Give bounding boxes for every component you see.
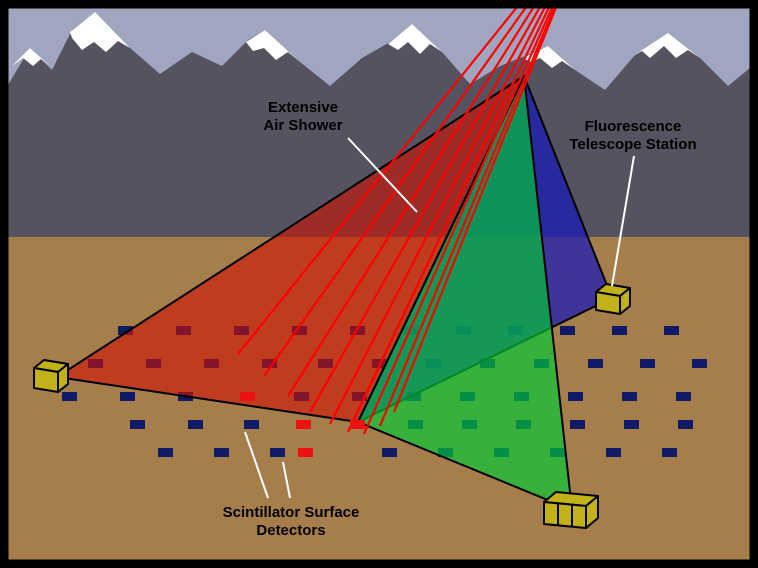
shower-ray <box>309 0 546 413</box>
surface-detector-hit <box>298 448 313 457</box>
station-bottom <box>543 491 599 529</box>
shower-ray <box>378 0 559 427</box>
shower-ray <box>237 0 525 355</box>
air-shower-pointer-line <box>347 137 418 213</box>
surface-detector <box>382 448 397 457</box>
surface-detector <box>588 359 603 368</box>
air-shower-label-line1: Extensive <box>268 99 338 116</box>
surface-detector <box>612 326 627 335</box>
surface-detector <box>606 448 621 457</box>
snow-cap-icon <box>246 30 300 62</box>
snow-cap-icon <box>12 48 50 66</box>
surface-detector-hit <box>350 420 365 429</box>
surface-detector <box>560 326 575 335</box>
surface-detector-hit <box>296 420 311 429</box>
station-left <box>33 359 69 393</box>
surface-detector <box>158 448 173 457</box>
surface-detector <box>622 392 637 401</box>
surface-detector-hit <box>240 392 255 401</box>
detector-hits <box>240 392 365 457</box>
surface-detector <box>570 420 585 429</box>
snow-cap-icon <box>388 24 442 54</box>
shower-ray <box>392 0 561 413</box>
surface-detector <box>244 420 259 429</box>
surface-detector <box>130 420 145 429</box>
scintillator-label-line1: Scintillator Surface <box>223 504 360 521</box>
surface-detector <box>692 359 707 368</box>
surface-detector <box>662 448 677 457</box>
surface-detector <box>188 420 203 429</box>
shower-rays <box>237 0 561 435</box>
scintillator-pointer-line <box>282 461 291 499</box>
air-shower-label-line2: Air Shower <box>263 117 342 134</box>
fluorescence-label-line1: Fluorescence <box>585 118 682 135</box>
shower-ray <box>347 0 554 433</box>
cone-green <box>357 75 573 511</box>
fluorescence-pointer-line <box>611 155 635 287</box>
surface-detector <box>120 392 135 401</box>
shower-ray <box>287 0 540 397</box>
shower-ray <box>362 0 557 435</box>
surface-detector <box>624 420 639 429</box>
snow-caps <box>12 12 700 70</box>
snow-cap-icon <box>633 33 700 58</box>
shower-ray <box>329 0 550 425</box>
pointer-lines <box>244 137 635 499</box>
surface-detector <box>118 326 133 335</box>
labels: Extensive Air Shower Fluorescence Telesc… <box>223 99 697 539</box>
surface-detector <box>640 359 655 368</box>
surface-detector <box>664 326 679 335</box>
snow-cap-icon <box>70 12 130 52</box>
station-right <box>595 283 631 315</box>
surface-detector <box>270 448 285 457</box>
scintillator-label-line2: Detectors <box>256 522 325 539</box>
fluorescence-label-line2: Telescope Station <box>569 136 696 153</box>
scintillator-pointer-line <box>244 431 269 499</box>
station-front-face <box>543 501 587 529</box>
surface-detector <box>62 392 77 401</box>
surface-detector <box>678 420 693 429</box>
shower-ray <box>263 0 533 377</box>
surface-detector <box>676 392 691 401</box>
surface-detector <box>568 392 583 401</box>
station-front-face <box>33 367 59 393</box>
surface-detector <box>214 448 229 457</box>
station-front-face <box>595 291 621 315</box>
